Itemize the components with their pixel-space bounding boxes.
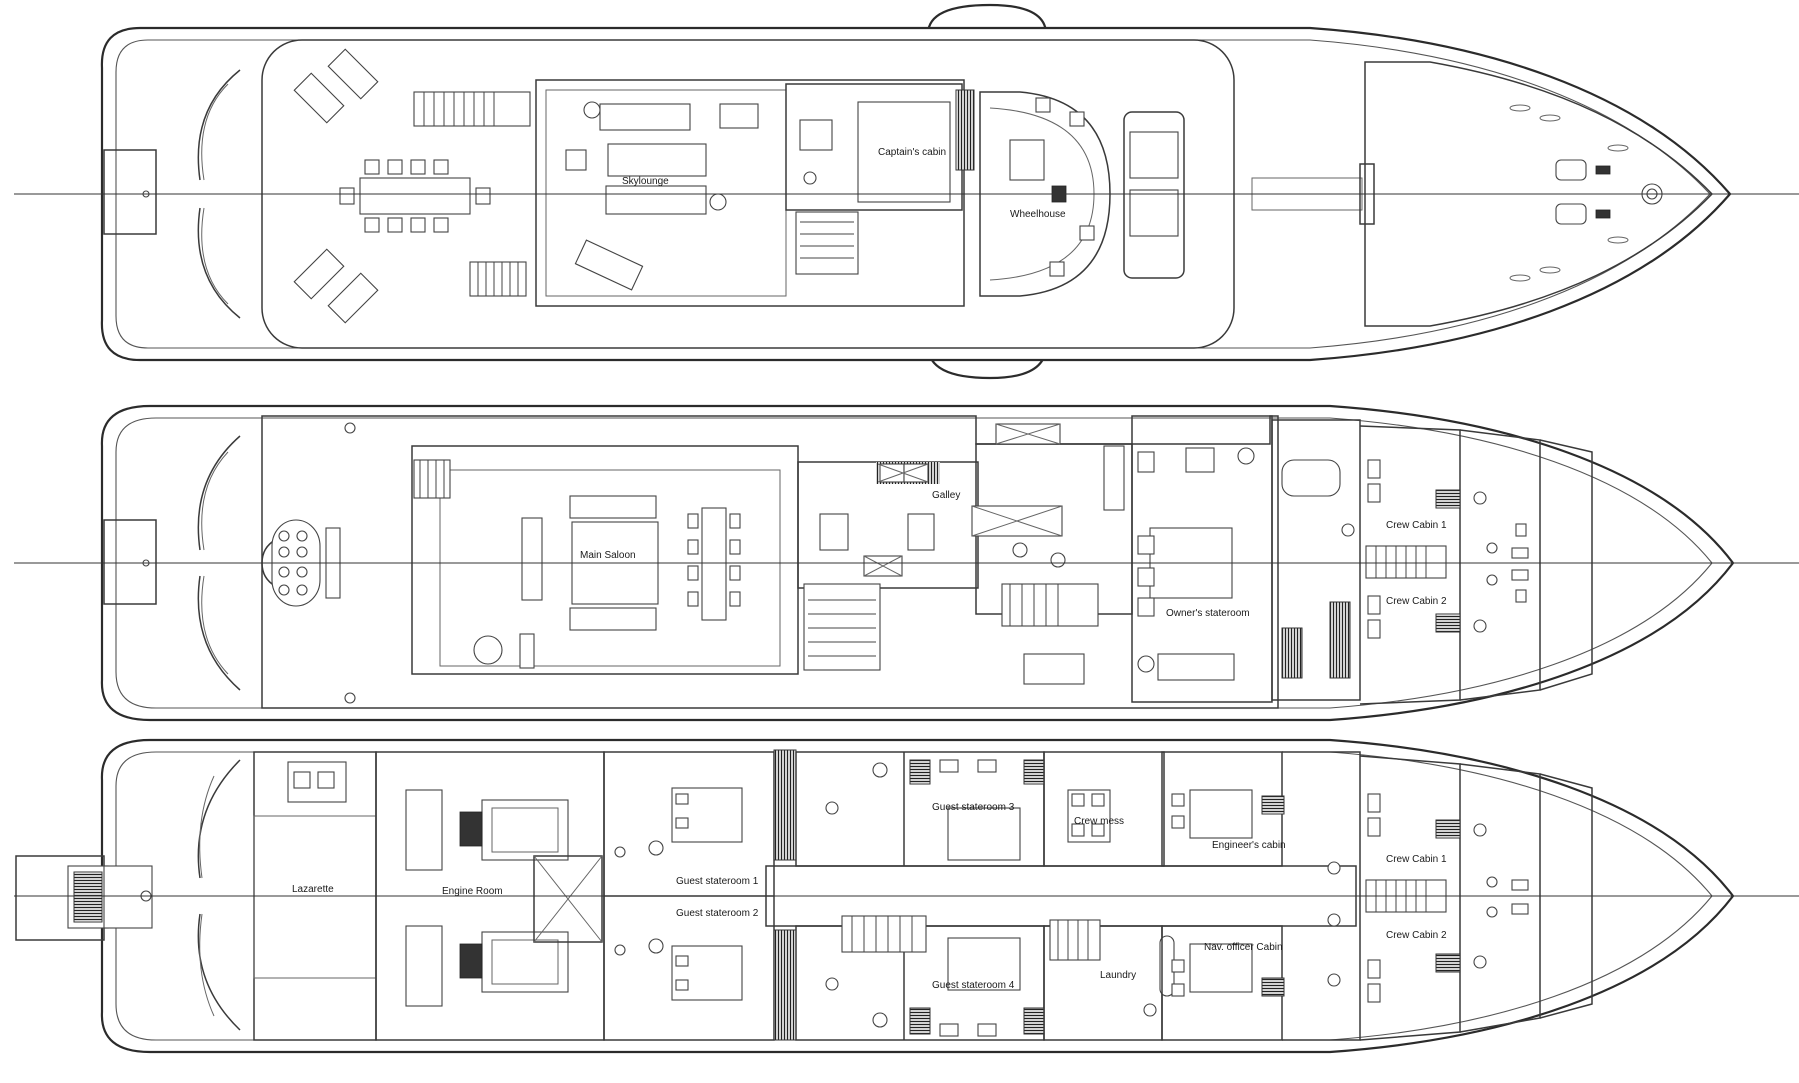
label-main-saloon: Main Saloon	[580, 550, 636, 561]
label-guest-stateroom-4: Guest stateroom 4	[932, 980, 1015, 991]
label-skylounge: Skylounge	[622, 176, 669, 187]
label-captains-cabin: Captain's cabin	[878, 147, 946, 158]
label-owners-stateroom: Owner's stateroom	[1166, 608, 1250, 619]
label-wheelhouse: Wheelhouse	[1010, 209, 1066, 220]
label-lazarette: Lazarette	[292, 884, 334, 895]
wing-station-top	[926, 3, 1048, 36]
label-engine-room: Engine Room	[442, 886, 503, 897]
sundeck-dining-table	[359, 177, 471, 215]
label-lower-crew-cabin-1: Crew Cabin 1	[1386, 854, 1447, 865]
lower-deck-plan	[14, 738, 1799, 1054]
sundeck-plan	[14, 3, 1799, 380]
main-deck-plan	[14, 404, 1799, 722]
label-guest-stateroom-3: Guest stateroom 3	[932, 802, 1015, 813]
sunloungers	[293, 48, 379, 324]
label-main-crew-cabin-2: Crew Cabin 2	[1386, 596, 1447, 607]
label-main-crew-cabin-1: Crew Cabin 1	[1386, 520, 1447, 531]
label-engineers-cabin: Engineer's cabin	[1212, 840, 1286, 851]
label-nav-officer-cabin: Nav. officer Cabin	[1204, 942, 1283, 953]
label-laundry: Laundry	[1100, 970, 1136, 981]
label-crew-mess: Crew mess	[1074, 816, 1124, 827]
engine-port	[459, 799, 569, 861]
label-guest-stateroom-1: Guest stateroom 1	[676, 876, 759, 887]
label-lower-crew-cabin-2: Crew Cabin 2	[1386, 930, 1447, 941]
skylounge-walls	[535, 79, 965, 307]
label-galley: Galley	[932, 490, 960, 501]
label-guest-stateroom-2: Guest stateroom 2	[676, 908, 759, 919]
